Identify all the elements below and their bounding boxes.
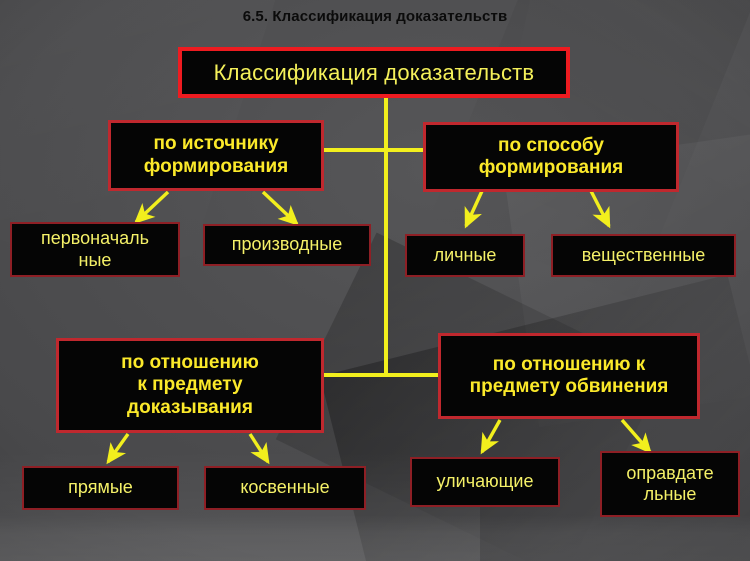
node-leaf-original[interactable]: первоначаль ные — [10, 222, 180, 277]
node-leaf-derived[interactable]: производные — [203, 224, 371, 266]
node-leaf-incriminating[interactable]: уличающие — [410, 457, 560, 507]
connector-trunk-vertical — [384, 97, 388, 375]
node-leaf-indirect[interactable]: косвенные — [204, 466, 366, 510]
node-branch-source[interactable]: по источнику формирования — [108, 120, 324, 191]
node-root[interactable]: Классификация доказательств — [178, 47, 570, 98]
node-leaf-direct[interactable]: прямые — [22, 466, 179, 510]
node-leaf-personal[interactable]: личные — [405, 234, 525, 277]
connector-stub-lower-row — [323, 373, 441, 377]
node-leaf-exculpatory[interactable]: оправдате льные — [600, 451, 740, 517]
node-branch-subject-of-proof[interactable]: по отношению к предмету доказывания — [56, 338, 324, 433]
node-branch-method[interactable]: по способу формирования — [423, 122, 679, 192]
node-branch-subject-of-charge[interactable]: по отношению к предмету обвинения — [438, 333, 700, 419]
node-leaf-material[interactable]: вещественные — [551, 234, 736, 277]
slide-title: 6.5. Классификация доказательств — [242, 8, 508, 25]
connector-stub-upper-row — [321, 148, 441, 152]
